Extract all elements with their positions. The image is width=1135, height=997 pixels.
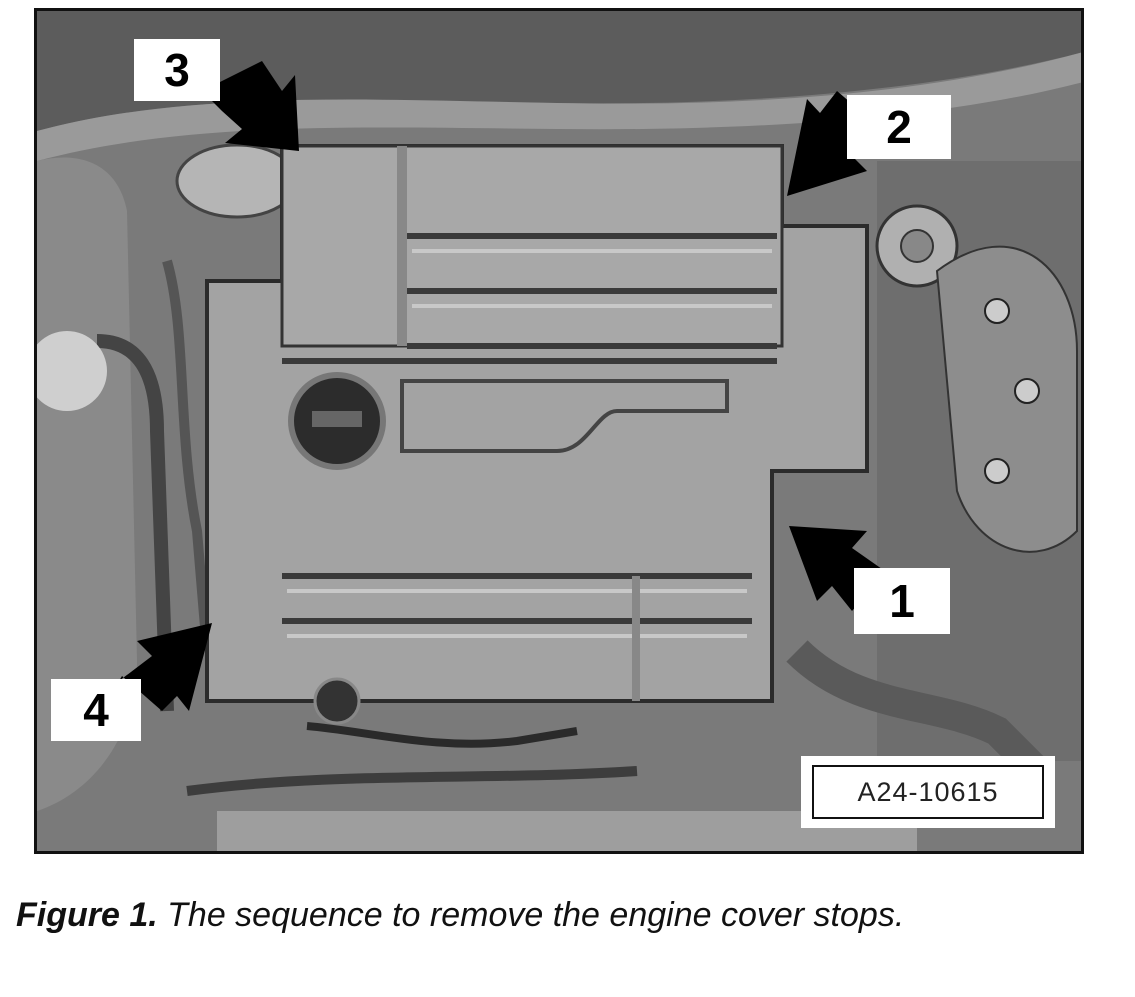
oil-cap-grip bbox=[312, 411, 362, 427]
reference-code: A24-10615 bbox=[812, 765, 1044, 819]
wiring-harness-left bbox=[162, 259, 212, 652]
callout-3: 3 bbox=[134, 39, 220, 101]
callout-number: 1 bbox=[889, 575, 915, 627]
callout-number: 3 bbox=[164, 44, 190, 96]
left-fender bbox=[37, 157, 137, 811]
arrow-4 bbox=[119, 623, 212, 711]
cover-ribs-lower bbox=[282, 573, 752, 624]
engine-bay-figure: 3 2 1 4 bbox=[34, 8, 1084, 854]
timing-cover bbox=[935, 245, 1078, 553]
radiator-support bbox=[217, 811, 917, 851]
cover-ribs-lower-highlight bbox=[287, 589, 747, 638]
intake-tube bbox=[175, 143, 299, 219]
coolant-hose bbox=[786, 640, 1048, 782]
left-hose bbox=[96, 334, 174, 712]
reservoir-cap bbox=[37, 331, 107, 411]
bolt bbox=[1014, 378, 1040, 404]
callout-1: 1 bbox=[854, 568, 950, 634]
sensor-connector bbox=[313, 677, 361, 725]
caption-label: Figure 1. bbox=[16, 896, 158, 934]
callout-4: 4 bbox=[51, 679, 141, 741]
engine-cover-upper bbox=[280, 144, 784, 348]
lower-harness bbox=[186, 766, 638, 796]
caption-text: The sequence to remove the engine cover … bbox=[157, 896, 905, 934]
hood-seal bbox=[37, 52, 1081, 161]
hood-edge bbox=[37, 11, 1081, 131]
callout-number: 2 bbox=[886, 101, 912, 153]
pulley-bolt bbox=[900, 229, 934, 263]
reference-code-box: A24-10615 bbox=[801, 756, 1055, 828]
cover-contour bbox=[400, 379, 729, 453]
sensor-wire bbox=[306, 722, 578, 748]
arrow-3 bbox=[202, 61, 299, 151]
callout-number: 4 bbox=[83, 684, 109, 736]
bolt bbox=[984, 298, 1010, 324]
cover-seam-lower bbox=[632, 576, 640, 701]
cover-ribs-upper bbox=[282, 233, 777, 364]
cover-ribs-highlight bbox=[412, 249, 772, 308]
callout-2: 2 bbox=[847, 95, 951, 159]
cover-seam bbox=[397, 146, 407, 346]
bolt bbox=[984, 458, 1010, 484]
figure-caption: Figure 1. The sequence to remove the eng… bbox=[16, 896, 1126, 935]
